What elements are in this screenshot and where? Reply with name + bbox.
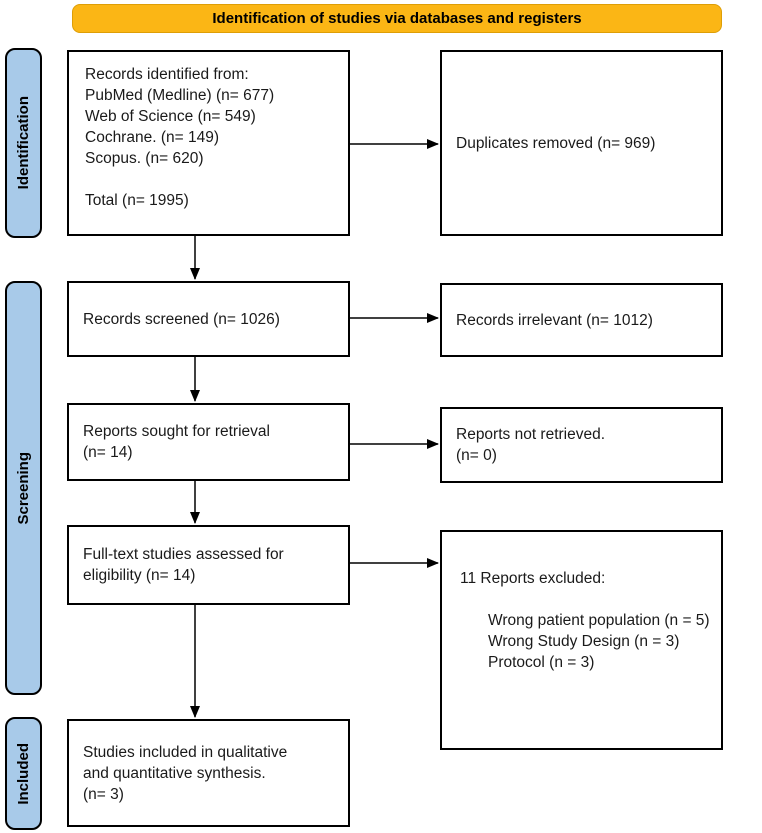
reports-excluded-header: 11 Reports excluded: [460, 570, 606, 587]
stage-label-identification: Identification [15, 96, 32, 190]
studies-included-text: Studies included in qualitative and quan… [83, 743, 288, 803]
box-reports-not-retrieved: Reports not retrieved. (n= 0) [440, 407, 723, 483]
records-identified-source: PubMed (Medline) (n= 677) [85, 87, 275, 104]
records-identified-source: Web of Science (n= 549) [85, 108, 256, 125]
box-duplicates-removed: Duplicates removed (n= 969) [440, 50, 723, 236]
reports-sought-text: Reports sought for retrieval (n= 14) [83, 423, 270, 461]
box-studies-included: Studies included in qualitative and quan… [67, 719, 350, 827]
banner-label: Identification of studies via databases … [212, 10, 582, 27]
duplicates-removed-text: Duplicates removed (n= 969) [456, 134, 656, 152]
stage-bar-identification: Identification [5, 48, 42, 238]
stage-label-included: Included [15, 742, 32, 805]
stage-bar-included: Included [5, 717, 42, 830]
stage-label-screening: Screening [15, 451, 32, 525]
records-identified-title: Records identified from: [85, 66, 249, 83]
excluded-reason: Wrong patient population (n = 5) [488, 612, 710, 629]
reports-not-retrieved-text: Reports not retrieved. (n= 0) [456, 426, 606, 464]
box-records-identified: Records identified from: PubMed (Medline… [67, 50, 350, 236]
banner: Identification of studies via databases … [72, 4, 722, 33]
box-records-irrelevant: Records irrelevant (n= 1012) [440, 283, 723, 357]
box-records-screened: Records screened (n= 1026) [67, 281, 350, 357]
stage-bar-screening: Screening [5, 281, 42, 695]
records-identified-total: Total (n= 1995) [85, 192, 189, 209]
records-identified-source: Cochrane. (n= 149) [85, 129, 219, 146]
excluded-reason: Wrong Study Design (n = 3) [488, 633, 680, 650]
excluded-reason: Protocol (n = 3) [488, 654, 595, 671]
records-screened-text: Records screened (n= 1026) [83, 310, 280, 328]
fulltext-assessed-text: Full-text studies assessed for eligibili… [83, 546, 284, 584]
reports-excluded-reasons: Wrong patient population (n = 5) Wrong S… [488, 610, 711, 673]
box-fulltext-assessed: Full-text studies assessed for eligibili… [67, 525, 350, 605]
box-reports-excluded: 11 Reports excluded: Wrong patient popul… [440, 530, 723, 750]
records-irrelevant-text: Records irrelevant (n= 1012) [456, 311, 653, 329]
blank-line [85, 169, 336, 190]
box-reports-sought: Reports sought for retrieval (n= 14) [67, 403, 350, 481]
records-identified-source: Scopus. (n= 620) [85, 150, 204, 167]
